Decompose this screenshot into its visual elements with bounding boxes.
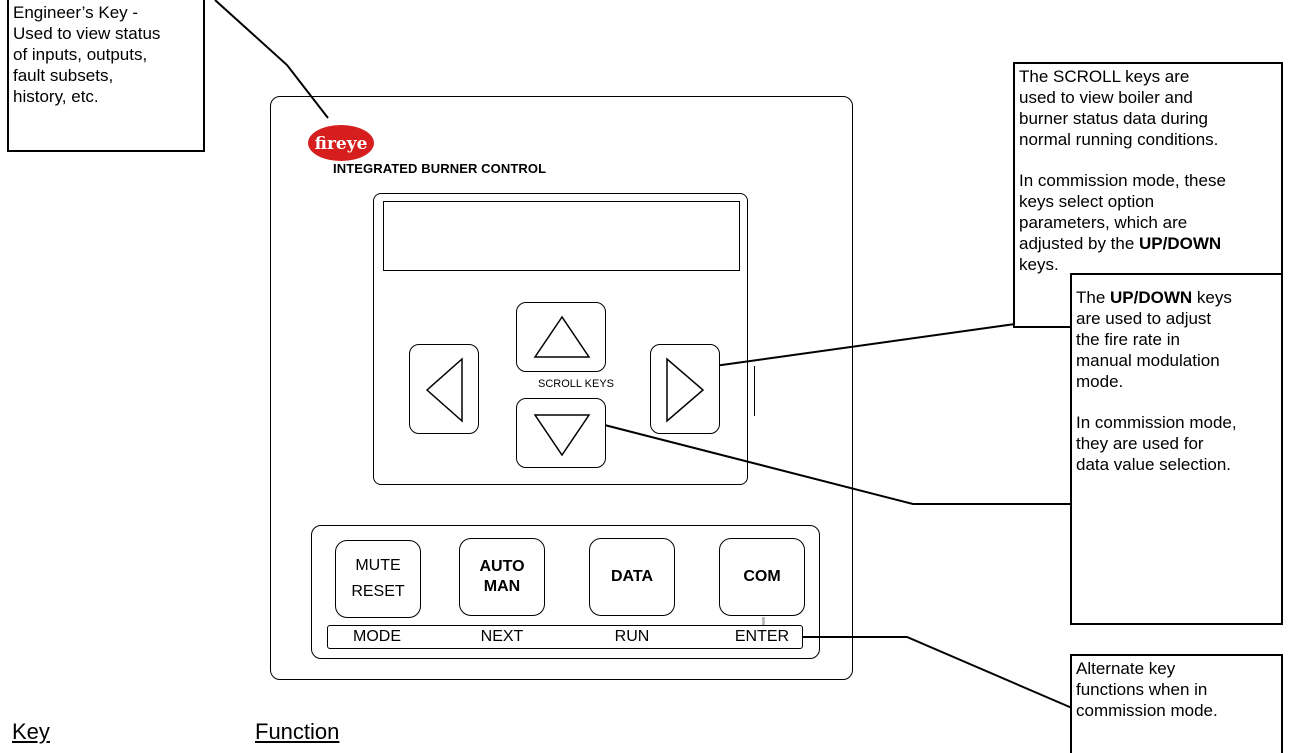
callout-line: are used to adjust <box>1076 309 1212 328</box>
callout-line: manual modulation <box>1076 351 1220 370</box>
scroll-down-key[interactable] <box>516 398 606 468</box>
callout-bold-text: UP/DOWN <box>1110 288 1193 307</box>
callout-line: The SCROLL keys are <box>1019 67 1190 86</box>
callout-bold-text: UP/DOWN <box>1139 234 1222 253</box>
button-label-line1: AUTO <box>479 558 525 575</box>
fireye-logo: fireye <box>308 125 374 161</box>
callout-line: burner status data during <box>1019 109 1209 128</box>
triangle-up-icon <box>533 315 591 358</box>
scroll-key-housing <box>373 193 748 485</box>
footer-function-heading: Function <box>255 719 340 744</box>
function-key-housing <box>311 525 820 659</box>
alternate-function-strip <box>327 625 803 649</box>
alt-label-run: RUN <box>614 628 650 645</box>
callout-line: fault subsets, <box>13 66 114 85</box>
callout-line: commission mode. <box>1076 701 1218 720</box>
button-label-line2: RESET <box>351 583 405 600</box>
callout-line: history, etc. <box>13 87 99 106</box>
mute-reset-button[interactable]: MUTE RESET <box>335 540 421 618</box>
engineer-key-callout: Engineer’s Key - Used to view status of … <box>7 0 205 152</box>
callout-line: Alternate key <box>1076 659 1176 678</box>
callout-line: adjusted by the UP/DOWN <box>1019 233 1277 254</box>
button-label-line2: MAN <box>483 578 521 595</box>
scroll-right-key[interactable] <box>650 344 720 434</box>
callout-line: The UP/DOWN keys <box>1076 287 1277 308</box>
logo-ellipse <box>308 125 374 161</box>
callout-text: adjusted by the <box>1019 234 1140 253</box>
updown-keys-callout: The UP/DOWN keys are used to adjust the … <box>1070 273 1283 625</box>
callout-line: normal running conditions. <box>1019 130 1219 149</box>
callout-line: In commission mode, <box>1076 413 1237 432</box>
side-tick <box>754 366 755 416</box>
callout-line: of inputs, outputs, <box>13 45 148 64</box>
callout-line: keys select option <box>1019 192 1155 211</box>
callout-line: Engineer’s Key - <box>13 3 139 22</box>
callout-line: data value selection. <box>1076 455 1231 474</box>
callout-text: keys <box>1192 288 1232 307</box>
auto-man-button[interactable]: AUTO MAN <box>459 538 545 616</box>
button-label-line1: MUTE <box>355 557 401 574</box>
callout-line: Used to view status <box>13 24 161 43</box>
com-button[interactable]: COM <box>719 538 805 616</box>
logo-text: fireye <box>315 134 368 154</box>
data-button[interactable]: DATA <box>589 538 675 616</box>
lcd-display <box>383 201 740 271</box>
callout-line: functions when in <box>1076 680 1208 699</box>
callout-line: keys. <box>1019 255 1059 274</box>
brand-subtitle: INTEGRATED BURNER CONTROL <box>333 161 547 176</box>
callout-line: used to view boiler and <box>1019 88 1193 107</box>
alternate-functions-callout: Alternate key functions when in commissi… <box>1070 654 1283 753</box>
triangle-down-icon <box>533 414 591 457</box>
scroll-up-key[interactable] <box>516 302 606 372</box>
scroll-left-key[interactable] <box>409 344 479 434</box>
control-panel <box>270 96 853 680</box>
callout-line: the fire rate in <box>1076 330 1180 349</box>
alt-label-mode: MODE <box>353 628 401 645</box>
alt-label-enter: ENTER <box>734 628 790 645</box>
footer-key-heading: Key <box>12 719 50 744</box>
callout-line: they are used for <box>1076 434 1204 453</box>
alt-label-next: NEXT <box>480 628 524 645</box>
triangle-right-icon <box>666 357 705 423</box>
callout-text: The <box>1076 288 1111 307</box>
callout-line: In commission mode, these <box>1019 171 1226 190</box>
callout-line: mode. <box>1076 372 1124 391</box>
button-label-line1: COM <box>743 568 781 585</box>
scroll-keys-label: SCROLL KEYS <box>537 378 614 390</box>
button-label-line1: DATA <box>610 568 654 585</box>
triangle-left-icon <box>425 357 463 423</box>
callout-line: parameters, which are <box>1019 213 1188 232</box>
enter-marker <box>762 617 765 626</box>
